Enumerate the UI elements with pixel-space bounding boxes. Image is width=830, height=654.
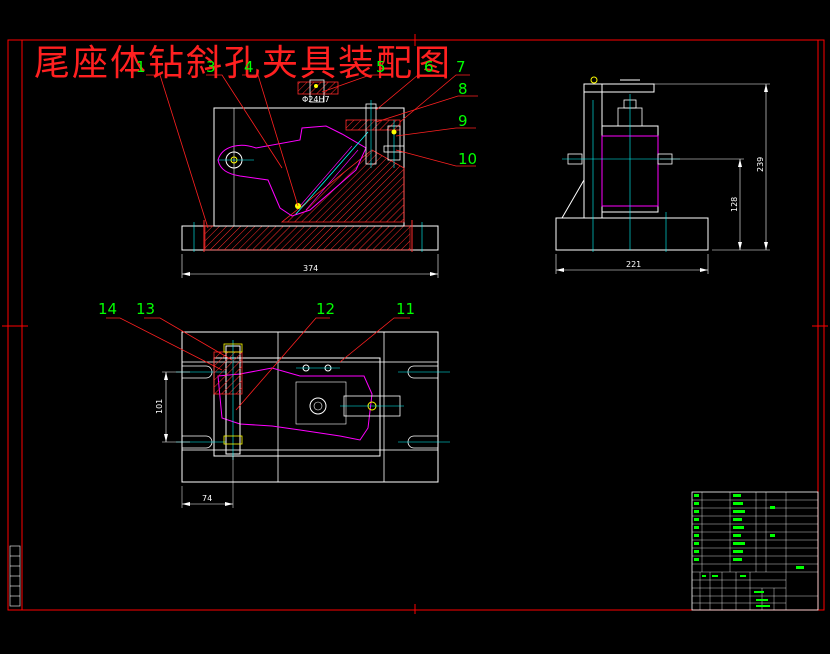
title-block-marks xyxy=(702,575,770,607)
parts-list-grid xyxy=(692,492,818,573)
balloon-7: 7 xyxy=(456,58,466,76)
balloon-3: 3 xyxy=(206,58,216,76)
balloon-8: 8 xyxy=(458,80,468,98)
balloon-9: 9 xyxy=(458,112,468,130)
drawing-frame xyxy=(2,34,828,614)
balloon-6: 6 xyxy=(424,58,434,76)
side-width-dimension: 221 xyxy=(626,260,641,269)
part-balloons: 1 3 4 5 6 7 8 9 10 11 12 13 14 xyxy=(98,58,477,318)
balloon-11: 11 xyxy=(396,300,415,318)
side-view: 221 128 239 xyxy=(555,76,770,274)
side-height-dimension-2: 239 xyxy=(756,157,765,172)
side-height-dimension-1: 128 xyxy=(730,197,739,212)
balloon-13: 13 xyxy=(136,300,155,318)
balloon-14: 14 xyxy=(98,300,117,318)
balloon-10: 10 xyxy=(458,150,477,168)
front-hole-dimension: Φ24H7 xyxy=(302,95,330,104)
revision-strip xyxy=(9,545,21,607)
title-block xyxy=(691,491,819,611)
balloon-12: 12 xyxy=(316,300,335,318)
leader-lines xyxy=(106,74,478,411)
plan-width-dimension: 74 xyxy=(202,494,212,503)
front-view: Φ24H7 374 xyxy=(181,79,439,278)
drawing-title: 尾座体钻斜孔夹具装配图 xyxy=(34,43,452,84)
plan-height-dimension: 101 xyxy=(155,399,164,414)
balloon-5: 5 xyxy=(376,58,386,76)
balloon-1: 1 xyxy=(136,58,146,76)
balloon-4: 4 xyxy=(244,58,254,76)
parts-list-entries xyxy=(694,494,804,569)
front-width-dimension: 374 xyxy=(303,264,318,273)
plan-view: 101 74 xyxy=(155,331,450,508)
